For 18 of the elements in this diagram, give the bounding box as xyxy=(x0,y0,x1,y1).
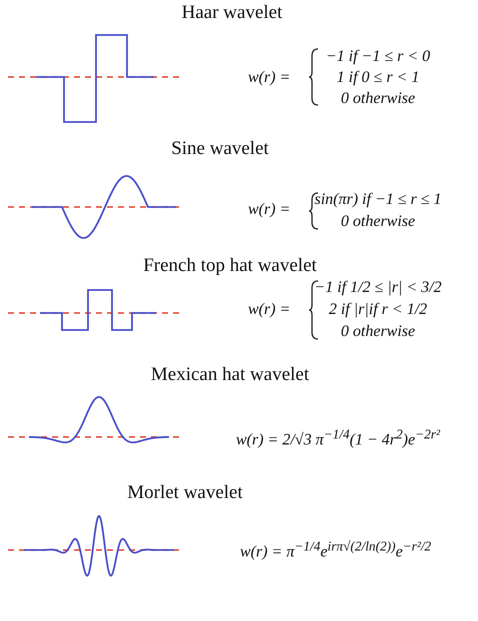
heading: Mexican hat wavelet xyxy=(150,364,310,386)
formula: w(r) = π$^{−1/4}$e$^{irπ√(2/ln(2))}$e$^{−r²/2}$ xyxy=(240,538,432,562)
formula-case: −1 if 1/2 ≤ |r| < 3/2 xyxy=(314,279,442,297)
formula-case: 0 otherwise xyxy=(340,323,416,341)
heading: Morlet wavelet xyxy=(127,482,243,504)
formula: w(r) = 2/√3 π$^{−1/4}$(1 − 4r$^{2}$)e$^{−2r²}$ xyxy=(236,426,440,450)
heading: Sine wavelet xyxy=(171,138,269,160)
formula-case: −1 if −1 ≤ r < 0 xyxy=(326,48,430,66)
formula: w(r) = xyxy=(248,301,290,319)
formula-case: 1 if 0 ≤ r < 1 xyxy=(336,69,420,87)
formula-case: 0 otherwise xyxy=(340,90,416,108)
formula-case: sin(πr) if −1 ≤ r ≤ 1 xyxy=(314,191,442,209)
formula: w(r) = xyxy=(248,201,290,219)
formula-case: 0 otherwise xyxy=(340,213,416,231)
heading: Haar wavelet xyxy=(182,2,282,24)
formula: w(r) = xyxy=(248,69,290,87)
formula-case: 2 if |r|if r < 1/2 xyxy=(328,301,428,319)
heading: French top hat wavelet xyxy=(143,255,317,277)
